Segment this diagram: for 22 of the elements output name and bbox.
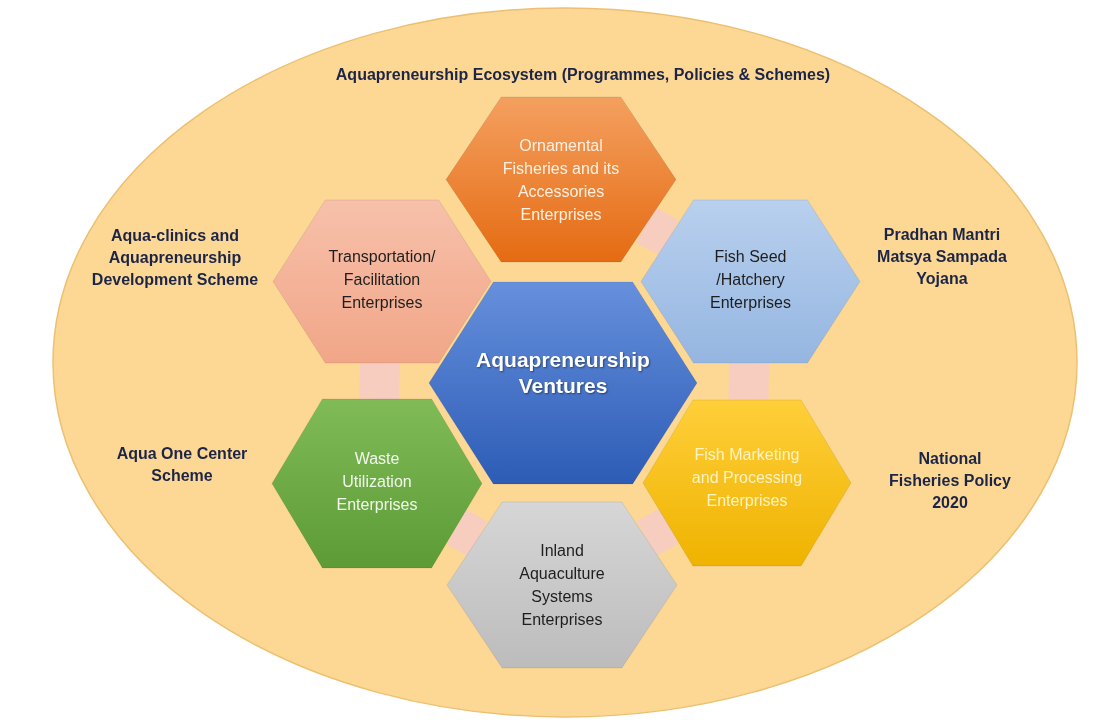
connector-band [728,362,770,401]
hexagon [643,400,851,566]
hexagon-label: Inland Aquaculture Systems Enterprises [518,541,606,630]
hexagon [272,399,482,568]
scheme-label: Aqua One Center Scheme [115,444,249,486]
center-label: Aquapreneurship Ventures [475,347,651,399]
scheme-label: Pradhan Mantri Matsya Sampada Yojana [876,225,1008,289]
connector-band [636,508,679,557]
hexagon [446,97,676,262]
hexagon-label: Fish Marketing and Processing Enterprises [690,444,804,511]
connector-band [636,207,679,256]
hexagon-label: Transportation/ Facilitation Enterprises [327,247,437,313]
hexagon-label: Fish Seed /Hatchery Enterprises [709,247,792,313]
hexagon [447,502,677,668]
ecosystem-heading: Aquapreneurship Ecosystem (Programmes, Policies & Schemes) [334,65,832,85]
connector-band [359,362,400,400]
hexagon-label: Waste Utilization Enterprises [335,449,419,515]
scheme-label: Aqua-clinics and Aquapreneurship Development Scheme [90,226,260,290]
ecosystem-ellipse [52,7,1078,718]
connector-band [446,509,488,557]
scheme-label: National Fisheries Policy 2020 [888,449,1012,513]
hexagon-label: Ornamental Fisheries and its Accessories Enterprises [501,135,621,225]
